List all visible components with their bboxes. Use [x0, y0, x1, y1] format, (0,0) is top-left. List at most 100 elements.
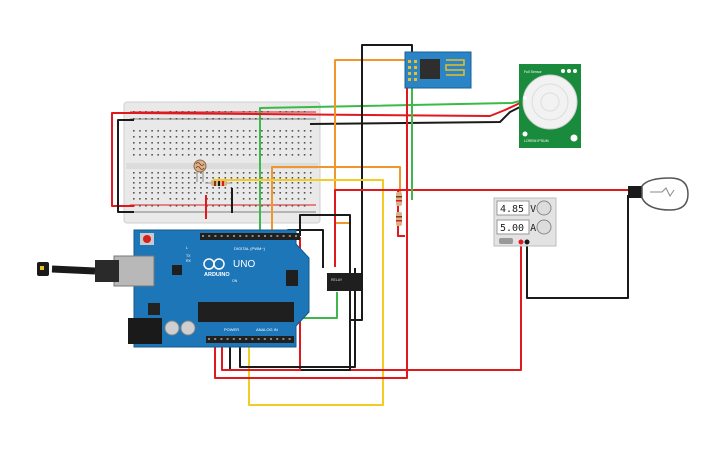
wire-red-bb-left[interactable] — [111, 112, 134, 207]
hole — [157, 172, 159, 174]
hole — [133, 154, 135, 156]
hole — [133, 172, 135, 174]
wire-black-relay-2[interactable] — [239, 268, 356, 368]
hole — [145, 192, 147, 194]
hole — [187, 192, 190, 194]
on-label: ON — [232, 279, 238, 283]
hole — [267, 111, 269, 113]
hole — [175, 182, 178, 184]
power-switch[interactable] — [499, 238, 513, 244]
current-value: 5.00 A — [500, 223, 536, 234]
hole — [175, 187, 178, 189]
hole — [288, 235, 291, 237]
hole — [261, 130, 263, 132]
hole — [187, 118, 190, 120]
hole — [276, 338, 279, 340]
hole — [187, 198, 190, 200]
hole — [267, 177, 269, 179]
current-knob[interactable] — [536, 219, 552, 235]
hole — [181, 192, 184, 194]
hole — [200, 142, 202, 144]
wire-black-bottom[interactable] — [229, 214, 351, 371]
atmega-chip — [198, 302, 294, 322]
wire-black-pir[interactable] — [309, 106, 521, 125]
arduino-model: UNO — [233, 259, 255, 270]
hole — [267, 154, 269, 156]
hole — [297, 198, 300, 200]
hole — [408, 66, 411, 69]
power-supply[interactable]: 4.85 V 5.00 A — [493, 197, 557, 247]
hole — [267, 172, 269, 174]
hole — [133, 198, 135, 200]
hole — [218, 187, 220, 189]
hole — [139, 142, 141, 144]
relay[interactable]: RELAY — [327, 273, 361, 291]
hole — [236, 154, 239, 156]
power-analog-header[interactable] — [206, 336, 294, 343]
hole — [285, 205, 288, 207]
wire-yellow-ldr[interactable] — [213, 179, 384, 406]
rx-label: RX — [186, 259, 192, 263]
hole — [208, 235, 211, 237]
hole — [187, 111, 190, 113]
wire-black-bb-left[interactable] — [117, 119, 134, 213]
hole — [212, 130, 214, 132]
hole — [218, 118, 220, 120]
l-label: L — [186, 246, 188, 250]
hole — [163, 148, 166, 150]
digital-header[interactable] — [200, 233, 300, 240]
photoresistor[interactable] — [193, 159, 207, 182]
wire-black-esp[interactable] — [350, 44, 413, 321]
hole — [248, 148, 251, 150]
hole — [214, 338, 217, 340]
hole — [175, 148, 178, 150]
hole — [145, 111, 147, 113]
wire-red-lamp[interactable] — [334, 189, 640, 267]
arduino-logo-icon — [203, 258, 225, 270]
hole — [145, 177, 147, 179]
voltage-value: 4.85 V — [500, 204, 536, 215]
hole — [291, 172, 294, 174]
wire-green-pir[interactable] — [259, 99, 525, 236]
wire-red-ps[interactable] — [300, 244, 522, 371]
hole — [261, 177, 263, 179]
hole — [242, 118, 245, 120]
hole — [297, 118, 300, 120]
hole — [267, 148, 269, 150]
hole — [230, 154, 233, 156]
wire-red-pir[interactable] — [133, 102, 521, 117]
hole — [169, 187, 172, 189]
hole — [267, 205, 269, 207]
hole — [414, 60, 417, 63]
voltage-display — [496, 200, 530, 216]
hole — [151, 111, 153, 113]
hole — [303, 148, 306, 150]
hole — [230, 177, 233, 179]
hole — [242, 148, 245, 150]
hole — [285, 187, 288, 189]
hole — [267, 136, 269, 138]
hole — [200, 136, 202, 138]
hole — [267, 182, 269, 184]
pir-sensor[interactable]: Full Sensor LOREM IPSUM — [519, 64, 581, 148]
hole — [200, 177, 202, 179]
hole — [297, 182, 300, 184]
relay-label: RELAY — [331, 278, 343, 282]
resistor-1[interactable] — [396, 192, 402, 206]
hole — [187, 130, 190, 132]
hole — [242, 111, 245, 113]
voltage-knob[interactable] — [536, 200, 552, 216]
esp8266-module[interactable] — [404, 51, 472, 89]
wire-black-lamp[interactable] — [526, 195, 629, 299]
breadboard-resistor[interactable] — [205, 180, 232, 186]
hole — [133, 142, 135, 144]
hole — [248, 136, 251, 138]
breadboard[interactable] — [123, 101, 321, 224]
light-bulb[interactable] — [628, 177, 689, 211]
hole — [169, 148, 172, 150]
wire-red-esp[interactable] — [214, 88, 408, 379]
arduino-uno[interactable]: ARDUINO UNO DIGITAL (PWM~) POWER ANALOG … — [37, 229, 310, 348]
hole — [297, 177, 300, 179]
hole — [200, 172, 202, 174]
resistor-2[interactable] — [396, 212, 402, 226]
